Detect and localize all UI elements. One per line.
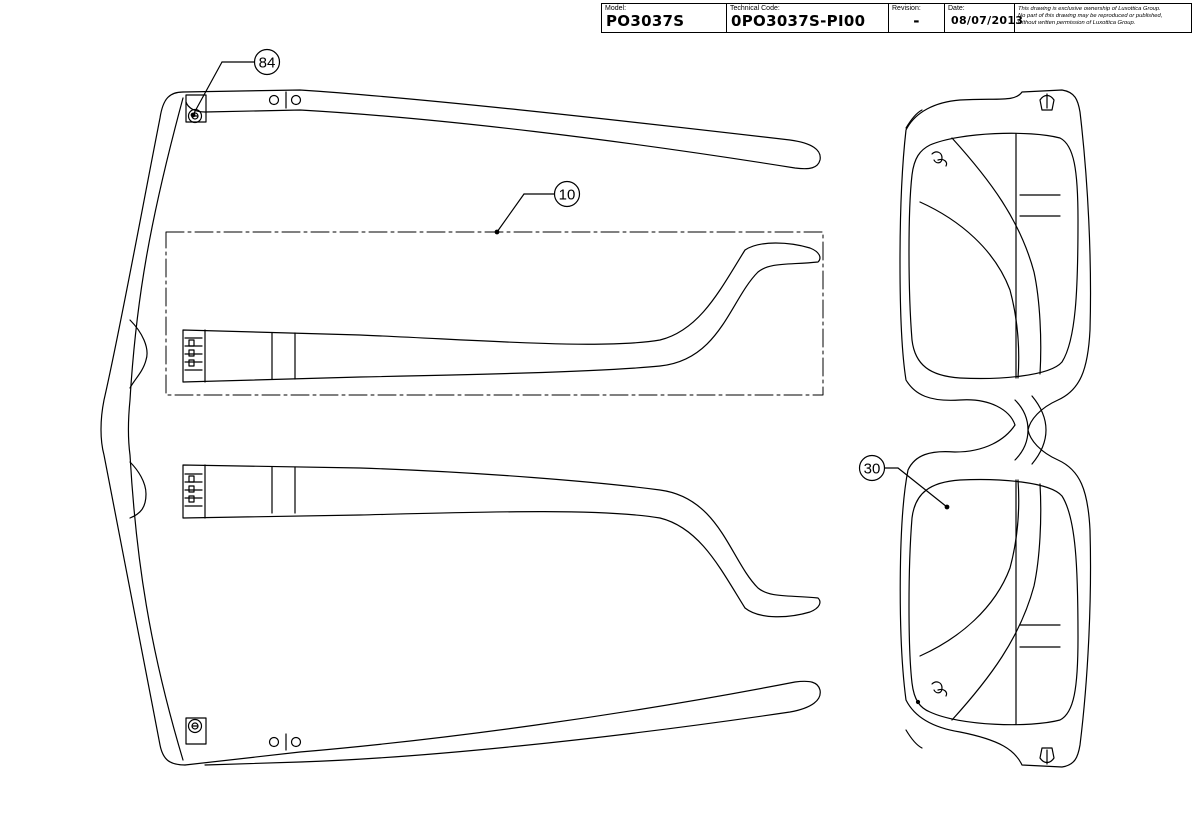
technical-code-label: Technical Code: <box>730 5 780 12</box>
callout-84: 84 <box>190 48 281 118</box>
temple-side-view-lower <box>182 464 821 618</box>
date-label: Date: <box>948 5 965 12</box>
technical-code-cell: Technical Code: 0PO3037S-PI00 <box>727 4 889 32</box>
model-label: Model: <box>605 5 627 12</box>
revision-cell: Revision: - <box>889 4 945 32</box>
date-cell: Date: 08/07/2013 <box>945 4 1023 32</box>
ownership-note: This drawing is exclusive ownership of L… <box>1018 6 1162 28</box>
title-block: Model: PO3037S Technical Code: 0PO3037S-… <box>601 3 1192 33</box>
ownership-note-line2: No part of this drawing may be reproduce… <box>1018 13 1163 20</box>
revision-value: - <box>913 12 920 30</box>
callout-84-number: 84 <box>259 55 276 72</box>
callout-30-number: 30 <box>864 461 881 478</box>
callout-30: 30 <box>858 454 950 510</box>
date-value: 08/07/2013 <box>951 14 1024 27</box>
technical-code-value: 0PO3037S-PI00 <box>731 12 866 30</box>
frame-front-view <box>899 89 1092 768</box>
ownership-note-line3: without written permission of Luxottica … <box>1018 20 1136 27</box>
revision-label: Revision: <box>892 5 921 12</box>
temple-detail-group: 10 <box>165 180 824 396</box>
temple-top-folded <box>182 89 821 170</box>
frame-front-top-view <box>100 91 186 766</box>
model-cell: Model: PO3037S <box>602 4 727 32</box>
ownership-note-cell: This drawing is exclusive ownership of L… <box>1015 4 1191 32</box>
temple-bottom-folded <box>184 680 821 766</box>
model-value: PO3037S <box>606 12 685 30</box>
callout-10-number: 10 <box>559 187 576 204</box>
ownership-note-line1: This drawing is exclusive ownership of L… <box>1018 6 1161 12</box>
